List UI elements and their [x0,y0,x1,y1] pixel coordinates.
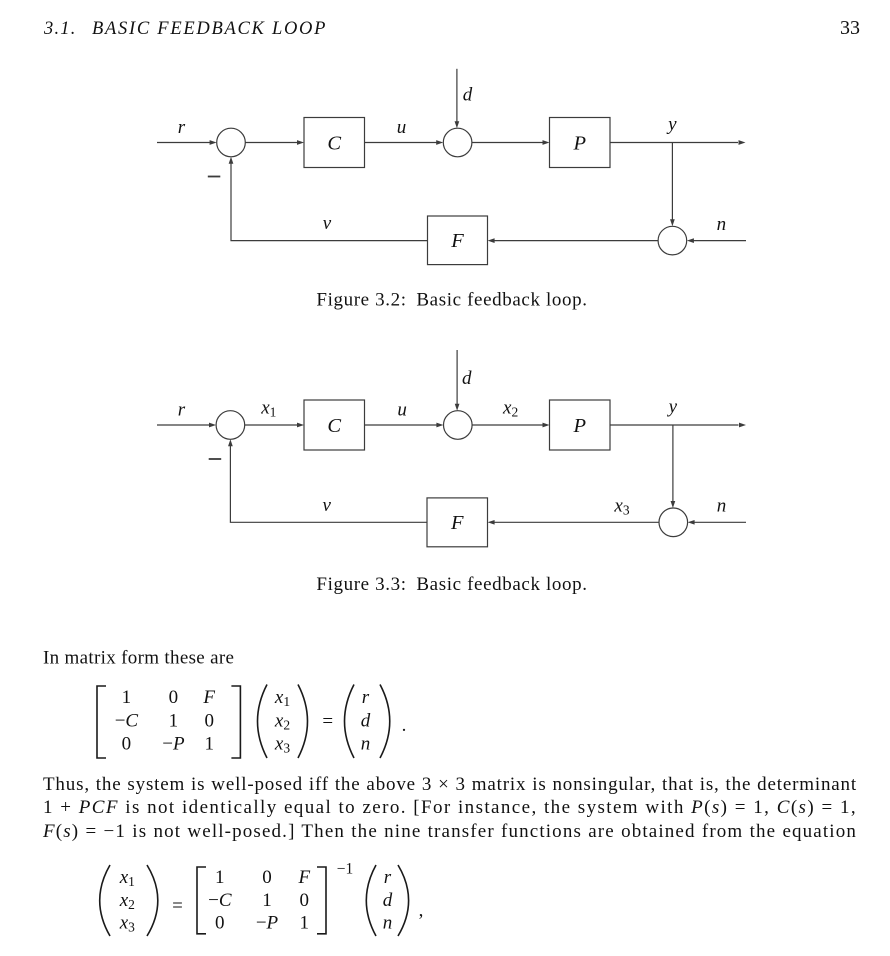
svg-text:Figure 3.3: Basic feedback lo: Figure 3.3: Basic feedback loop. [316,574,587,595]
svg-text:Figure 3.2: Basic feedback lo: Figure 3.2: Basic feedback loop. [316,290,587,311]
svg-text:1: 1 [262,890,272,911]
svg-text:1: 1 [204,734,214,755]
svg-text:r: r [178,400,186,421]
svg-text:1: 1 [122,687,132,708]
svg-text:n: n [361,734,371,755]
svg-text:r: r [384,867,392,888]
svg-text:r: r [362,687,370,708]
svg-text:x1: x1 [274,687,290,709]
svg-text:x1: x1 [260,398,276,420]
svg-text:P: P [573,415,587,437]
svg-text:1: 1 [215,867,225,888]
svg-text:=: = [172,896,183,917]
svg-text:P: P [573,132,587,154]
svg-text:y: y [666,114,677,135]
svg-text:F: F [450,512,464,534]
svg-text:F: F [297,867,310,888]
svg-text:C: C [327,132,341,154]
svg-text:y: y [667,397,678,418]
svg-text:C: C [327,415,341,437]
svg-text:x3: x3 [274,734,290,756]
svg-text:F: F [202,687,215,708]
svg-text:x2: x2 [119,890,135,912]
svg-text:v: v [323,213,332,234]
svg-text:n: n [717,496,727,517]
svg-text:x1: x1 [119,867,135,889]
svg-text:−P: −P [256,912,279,933]
svg-text:u: u [397,117,407,138]
svg-text:0: 0 [300,890,310,911]
svg-text:,: , [419,900,424,921]
svg-text:−C: −C [115,711,139,732]
svg-text:x2: x2 [274,711,290,733]
svg-text:n: n [383,912,393,933]
svg-text:d: d [463,84,473,105]
svg-text:x3: x3 [119,912,135,934]
svg-text:x2: x2 [502,398,518,420]
svg-text:F: F [450,230,464,252]
svg-text:−C: −C [208,890,232,911]
svg-text:In matrix form these are: In matrix form these are [43,648,234,669]
svg-text:0: 0 [262,867,272,888]
svg-text:1: 1 [300,912,310,933]
svg-text:0: 0 [169,687,179,708]
svg-text:=: = [322,711,333,732]
svg-text:d: d [361,711,371,732]
svg-text:x3: x3 [613,496,629,518]
svg-text:−1: −1 [337,861,354,878]
svg-text:.: . [402,715,407,736]
svg-text:0: 0 [204,711,214,732]
svg-text:n: n [717,214,727,235]
svg-text:r: r [178,117,186,138]
svg-text:d: d [462,368,472,389]
svg-text:−P: −P [162,734,185,755]
svg-text:u: u [397,400,407,421]
svg-text:0: 0 [215,912,225,933]
svg-text:0: 0 [122,734,132,755]
svg-text:v: v [322,495,331,516]
svg-text:d: d [383,890,393,911]
svg-text:1: 1 [169,711,179,732]
